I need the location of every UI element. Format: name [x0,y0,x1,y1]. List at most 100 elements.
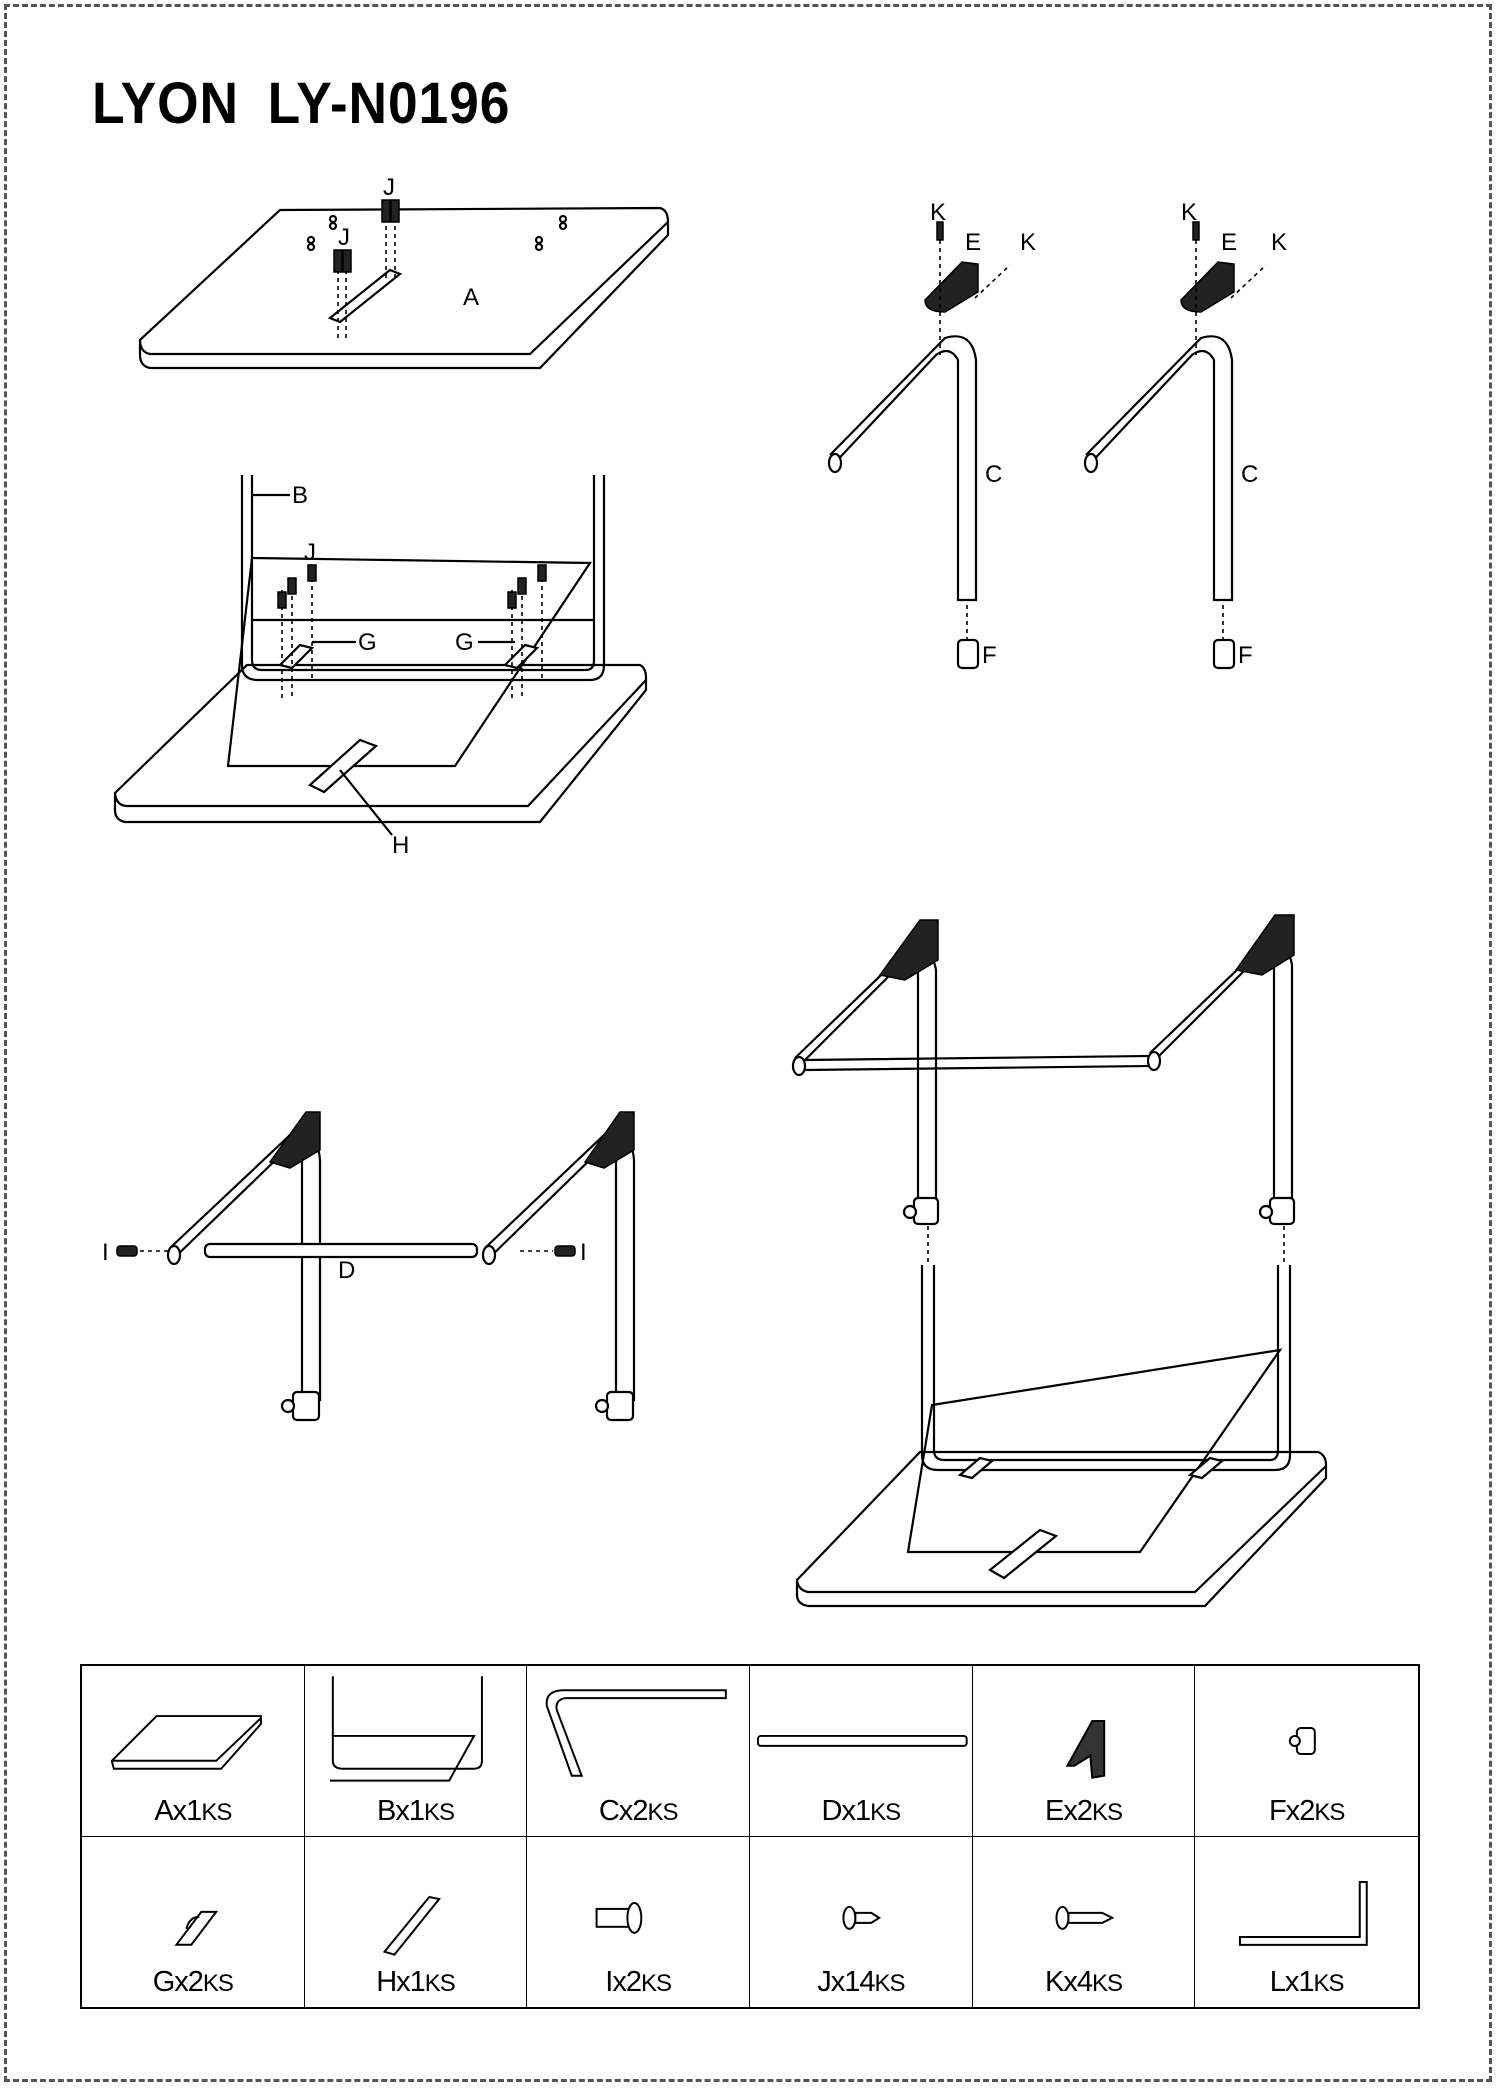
part-unit: KS [1314,1798,1345,1826]
label-c: C [1241,461,1258,488]
part-letter: Gx [152,1966,189,1998]
part-cell: Jx14KS [750,1836,973,2007]
part-unit: KS [874,1970,905,1997]
label-k: K [930,199,946,226]
label-h: H [392,832,409,859]
part-letter: Lx [1269,1966,1300,1998]
allen-key-icon [1239,1880,1369,1946]
label-i: I [580,1239,587,1266]
part-label: Kx4KS [973,1966,1195,1999]
part-unit: KS [424,1970,456,1997]
label-k: K [1020,229,1036,256]
part-label: Dx1KS [750,1795,972,1828]
part-unit: KS [1091,1970,1123,1997]
part-label: Cx2KS [527,1795,749,1828]
part-cell: Ix2KS [527,1836,750,2007]
part-cell: Fx2KS [1195,1666,1418,1837]
leg-assembly-right: K K E C F [1083,199,1287,670]
label-g: G [455,629,474,656]
part-label: Ix2KS [527,1966,749,1999]
label-f: F [1238,642,1253,669]
part-unit: KS [423,1798,455,1826]
part-qty: 2 [187,1966,204,1998]
u-frame-icon [329,1676,483,1782]
part-label: Hx1KS [305,1966,527,1999]
label-j: J [338,224,350,251]
step5-final-assembly-diagram [791,914,1328,1608]
part-cell: Gx2KS [82,1836,305,2007]
bent-leg-icon [546,1689,728,1777]
part-qty: 1 [409,1966,426,1998]
part-unit: KS [870,1798,901,1826]
page-title: LYON LY-N0196 [92,71,511,136]
part-qty: 1 [186,1794,202,1827]
part-label: Gx2KS [82,1966,304,1999]
part-label: Lx1KS [1195,1966,1418,1999]
part-label: Ex2KS [973,1795,1195,1828]
part-letter: Jx [817,1966,845,1998]
part-cell: Lx1KS [1195,1837,1418,2008]
part-label: Bx1KS [305,1795,527,1828]
part-label: Fx2KS [1195,1795,1418,1828]
part-cell: Dx1KS [750,1666,973,1837]
label-k: K [1181,199,1197,226]
part-cell: Hx1KS [305,1836,528,2007]
label-j: J [304,539,316,566]
clamp-icon [174,1910,219,1946]
tabletop-icon [110,1715,262,1770]
part-qty: 2 [625,1966,642,1998]
hinge-plate-icon [382,1895,441,1956]
long-screw-icon [1055,1905,1115,1930]
label-j: J [383,174,395,201]
step1-tabletop-diagram: J J A [138,174,670,370]
rod-icon [756,1734,968,1747]
part-qty: 1 [408,1794,425,1827]
part-letter: Kx [1044,1966,1078,1998]
step3-leg-cap-diagram: K K E C F K K E C F [827,199,1287,670]
part-unit: KS [647,1798,678,1826]
step4-crossbar-diagram: I I D [102,1111,636,1422]
part-cell: Cx2KS [527,1666,750,1837]
part-qty: 1 [1298,1966,1314,1998]
part-qty: 2 [1299,1794,1315,1827]
part-qty: 14 [844,1966,875,1998]
part-letter: Dx [821,1794,856,1827]
step2-frame-attach-diagram: B G G H J [113,475,648,859]
label-k: K [1271,229,1287,256]
foot-cap-icon [1289,1726,1317,1755]
part-qty: 1 [854,1794,871,1827]
label-e: E [965,229,981,256]
label-e: E [1221,229,1237,256]
part-unit: KS [201,1798,232,1826]
part-letter: Ex [1044,1794,1078,1827]
part-label: Ax1KS [82,1795,304,1828]
part-qty: 2 [632,1794,648,1827]
label-b: B [292,482,308,509]
part-unit: KS [641,1970,672,1997]
part-unit: KS [1313,1970,1345,1997]
label-f: F [982,642,997,669]
part-cell: Ex2KS [972,1666,1196,1837]
bracket-cap-icon [1065,1720,1105,1779]
part-letter: Fx [1268,1794,1300,1827]
label-g: G [358,629,377,656]
part-letter: Ax [154,1794,187,1827]
leg-assembly-left: K K E C F [827,199,1036,670]
part-letter: Bx [376,1794,410,1827]
label-i: I [102,1239,109,1266]
part-qty: 4 [1076,1966,1093,1998]
short-screw-icon [842,1905,882,1930]
part-cell: Kx4KS [973,1836,1196,2007]
bolt-icon [595,1901,643,1934]
part-qty: 2 [1076,1794,1093,1827]
part-unit: KS [202,1970,234,1997]
label-c: C [985,461,1002,488]
page-border [4,4,1492,2082]
part-letter: Cx [598,1794,633,1827]
part-letter: Ix [605,1966,627,1998]
part-unit: KS [1091,1798,1123,1826]
part-letter: Hx [376,1966,410,1998]
part-cell: Bx1KS [304,1666,528,1837]
label-d: D [338,1257,355,1284]
